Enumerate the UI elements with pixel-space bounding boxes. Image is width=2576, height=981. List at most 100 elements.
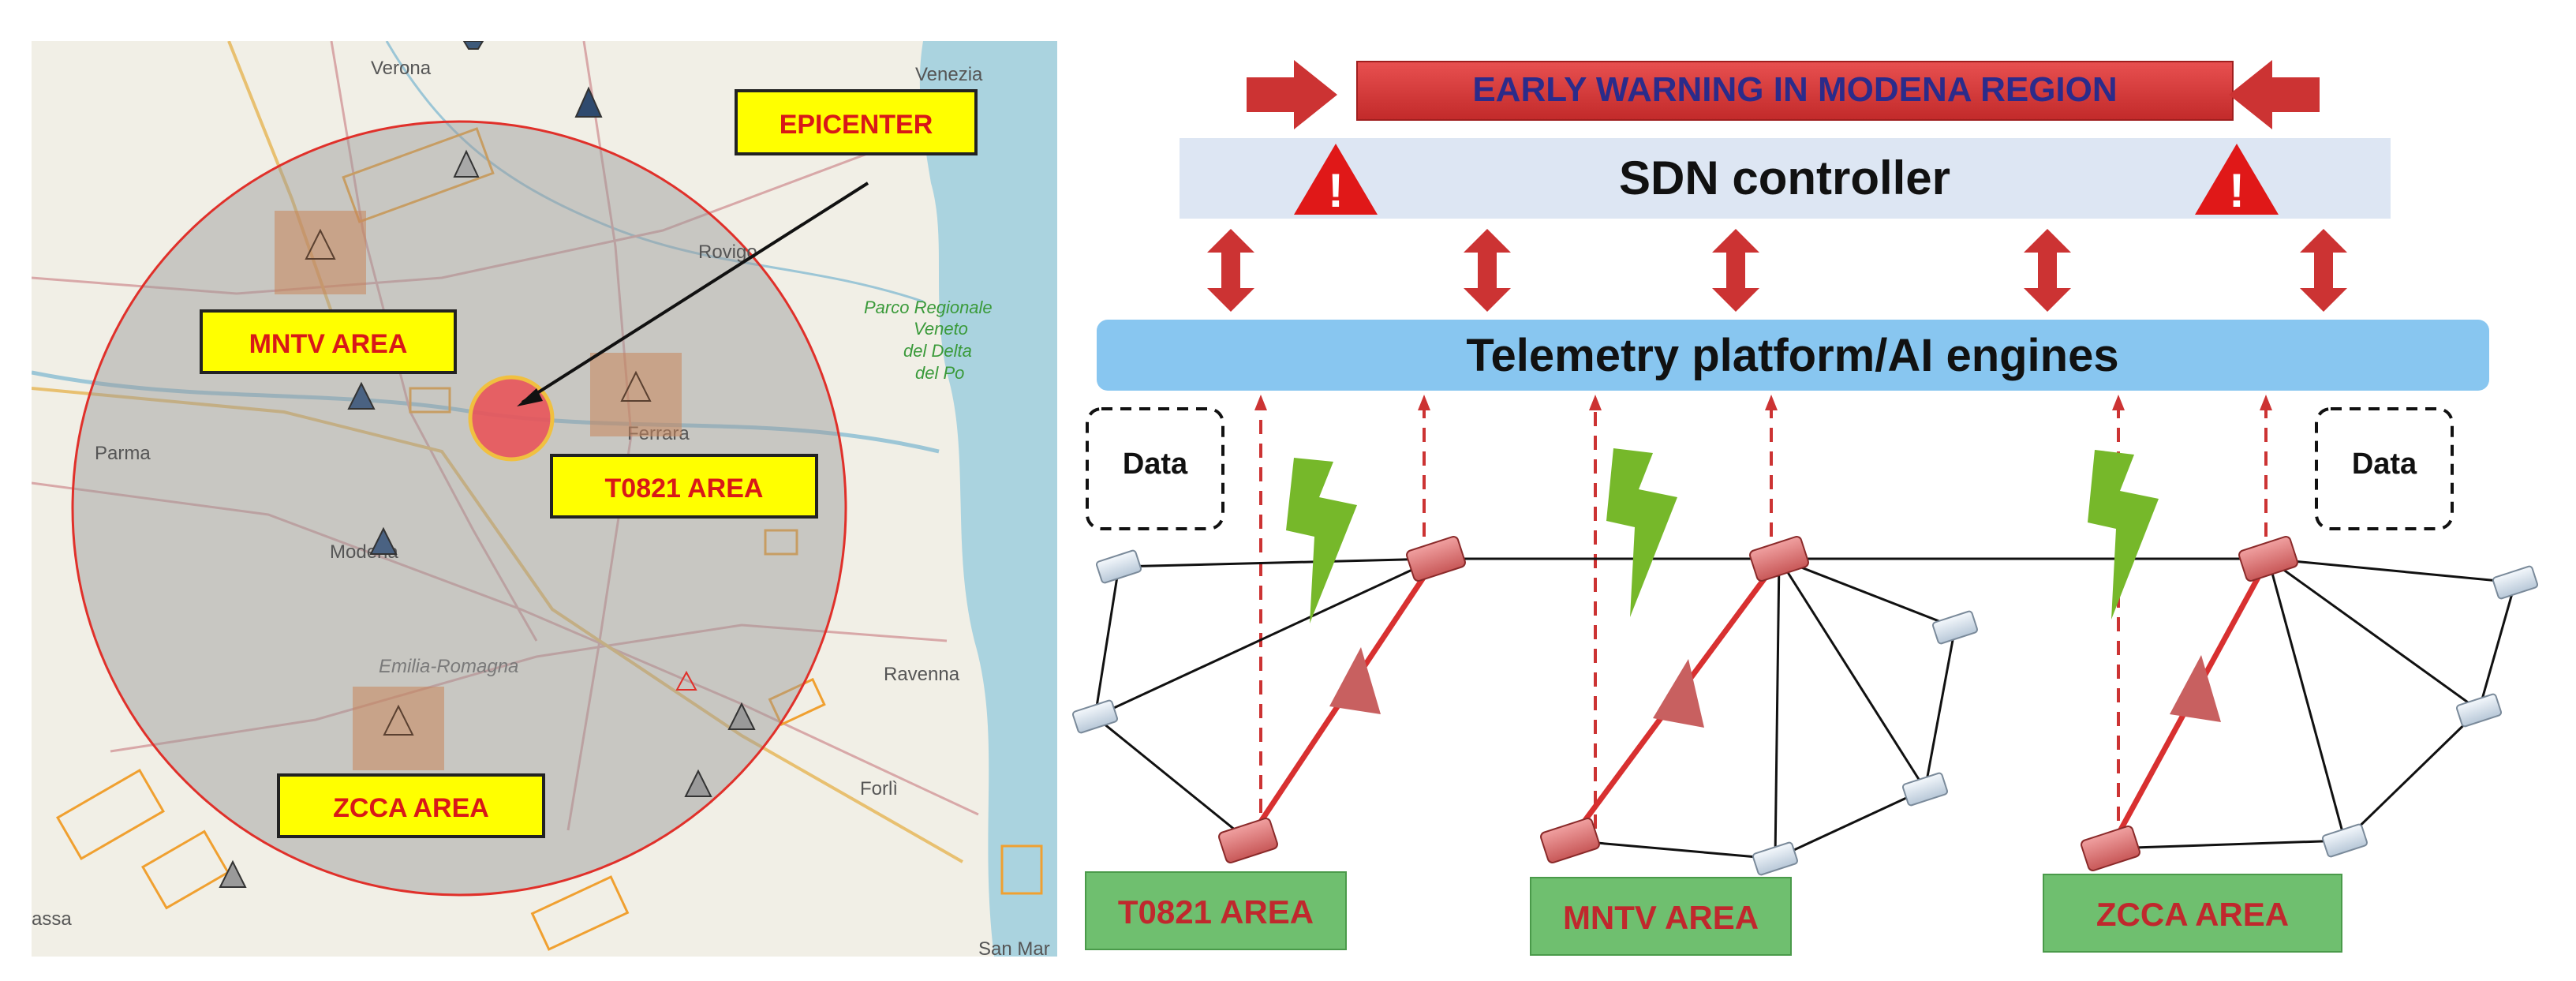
svg-text:T0821 AREA: T0821 AREA [605, 474, 764, 504]
callout-epicenter: EPICENTER [735, 89, 978, 155]
callout-zcca: ZCCA AREA [277, 773, 545, 838]
triangle-arrow-icon [2170, 655, 2221, 722]
switch-icon [1901, 772, 1949, 807]
switches [1071, 549, 2539, 876]
data-box-left [1086, 407, 1224, 530]
lightning-icon [2088, 450, 2159, 620]
data-label: Data [1123, 447, 1188, 481]
station-triangle-icon [675, 670, 697, 691]
city-label: Forlì [860, 778, 898, 799]
city-label: Verona [371, 58, 432, 79]
stations [219, 41, 756, 888]
double-arrow-icon [1712, 229, 1759, 312]
map-canvas: Verona Venezia Rovigo Ferrara Parma Mode… [32, 41, 1057, 957]
park-label: Parco Regionale Veneto del Delta del Po [864, 298, 993, 383]
station-triangle-icon [369, 526, 398, 555]
svg-text:MNTV AREA: MNTV AREA [1563, 899, 1759, 936]
station-triangle-icon [383, 704, 414, 736]
router-icon [1540, 818, 1600, 863]
svg-text:MNTV AREA: MNTV AREA [249, 329, 408, 359]
callout-t0821: T0821 AREA [550, 454, 818, 519]
station-triangle-icon [462, 41, 484, 50]
city-label: Parma [95, 443, 151, 464]
svg-text:del Po: del Po [915, 363, 964, 383]
router-icon [1406, 536, 1466, 582]
network-links [1094, 557, 2517, 860]
map-sea [919, 41, 1057, 957]
lightning-bolts [1286, 448, 2159, 623]
switch-icon [1752, 841, 1799, 876]
router-icon [2238, 536, 2298, 582]
area-label-t0821: T0821 AREA [1085, 871, 1347, 950]
station-triangle-icon [305, 228, 336, 260]
routers [1218, 536, 2298, 871]
svg-text:ZCCA AREA: ZCCA AREA [333, 793, 489, 823]
area-label-zcca: ZCCA AREA [2043, 874, 2342, 953]
sdn-controller-label: SDN controller [1619, 152, 1950, 204]
triangle-arrow-icon [1653, 659, 1704, 728]
station-triangle-icon [684, 769, 712, 797]
double-arrow-icon [2024, 229, 2071, 312]
t0821-area-square [590, 353, 682, 436]
svg-text:Parco Regionale: Parco Regionale [864, 298, 993, 317]
arrowhead-icon [1418, 395, 1430, 410]
telemetry-platform-label: Telemetry platform/AI engines [1466, 330, 2118, 381]
warning-icon: ! [2195, 144, 2279, 217]
station-triangle-icon [620, 370, 652, 402]
right-arrow-icon [1247, 60, 1337, 129]
switch-icon [1095, 549, 1142, 584]
switch-icon [2321, 823, 2368, 858]
left-arrow-icon [2229, 60, 2320, 129]
sdn-diagram: EARLY WARNING IN MODENA REGION SDN contr… [1065, 0, 2576, 977]
station-triangle-icon [219, 859, 247, 888]
city-label: Venezia [915, 64, 983, 85]
svg-text:!: ! [1328, 164, 1344, 217]
double-arrow-icon [2300, 229, 2347, 312]
control-arrows [1207, 229, 2347, 312]
arrowhead-icon [517, 388, 543, 406]
city-label: Ravenna [884, 664, 960, 685]
sdn-controller-box [1180, 138, 2391, 219]
svg-text:!: ! [2229, 164, 2245, 217]
epicenter-map: Verona Venezia Rovigo Ferrara Parma Mode… [32, 41, 1057, 957]
svg-text:T0821 AREA: T0821 AREA [1118, 893, 1314, 930]
router-icon [2081, 826, 2140, 871]
data-box-right [2315, 407, 2454, 530]
switch-icon [2455, 693, 2503, 728]
station-triangle-icon [453, 149, 480, 178]
svg-text:EPICENTER: EPICENTER [780, 110, 933, 140]
station-triangle-icon [574, 86, 603, 118]
router-icon [1218, 818, 1278, 863]
router-icon [1749, 536, 1809, 582]
lightning-icon [1286, 458, 1357, 623]
epicenter-pointer [521, 182, 869, 404]
switch-icon [2492, 565, 2539, 600]
highways [32, 41, 963, 863]
svg-text:Veneto: Veneto [914, 319, 968, 339]
lightning-icon [1606, 448, 1677, 617]
arrowhead-icon [1589, 395, 1602, 410]
arrowhead-icon [1765, 395, 1778, 410]
diagram-canvas: EARLY WARNING IN MODENA REGION SDN contr… [1071, 60, 2539, 956]
switch-icon [1071, 699, 1119, 734]
city-label: San Mar [978, 938, 1050, 957]
city-labels: Verona Venezia Rovigo Ferrara Parma Mode… [32, 58, 1050, 957]
triangle-arrow-icon [1329, 647, 1381, 714]
station-triangle-icon [727, 702, 756, 730]
trunk-direction [1329, 647, 2221, 728]
arrowhead-icon [2112, 395, 2125, 410]
station-triangle-icon [347, 381, 376, 410]
adige-river [385, 41, 924, 303]
arrowhead-icon [2260, 395, 2272, 410]
zcca-area-square [353, 687, 444, 770]
early-warning-banner: EARLY WARNING IN MODENA REGION [1356, 61, 2234, 121]
double-arrow-icon [1464, 229, 1511, 312]
seismic-zones [55, 127, 1043, 951]
double-arrow-icon [1207, 229, 1254, 312]
switch-icon [1931, 610, 1979, 645]
warning-icon: ! [1294, 144, 1378, 217]
region-label: Emilia-Romagna [379, 656, 518, 677]
svg-text:ZCCA AREA: ZCCA AREA [2096, 896, 2289, 933]
svg-text:EARLY WARNING IN MODENA REGION: EARLY WARNING IN MODENA REGION [1472, 70, 2117, 109]
mntv-area-square [275, 211, 366, 294]
